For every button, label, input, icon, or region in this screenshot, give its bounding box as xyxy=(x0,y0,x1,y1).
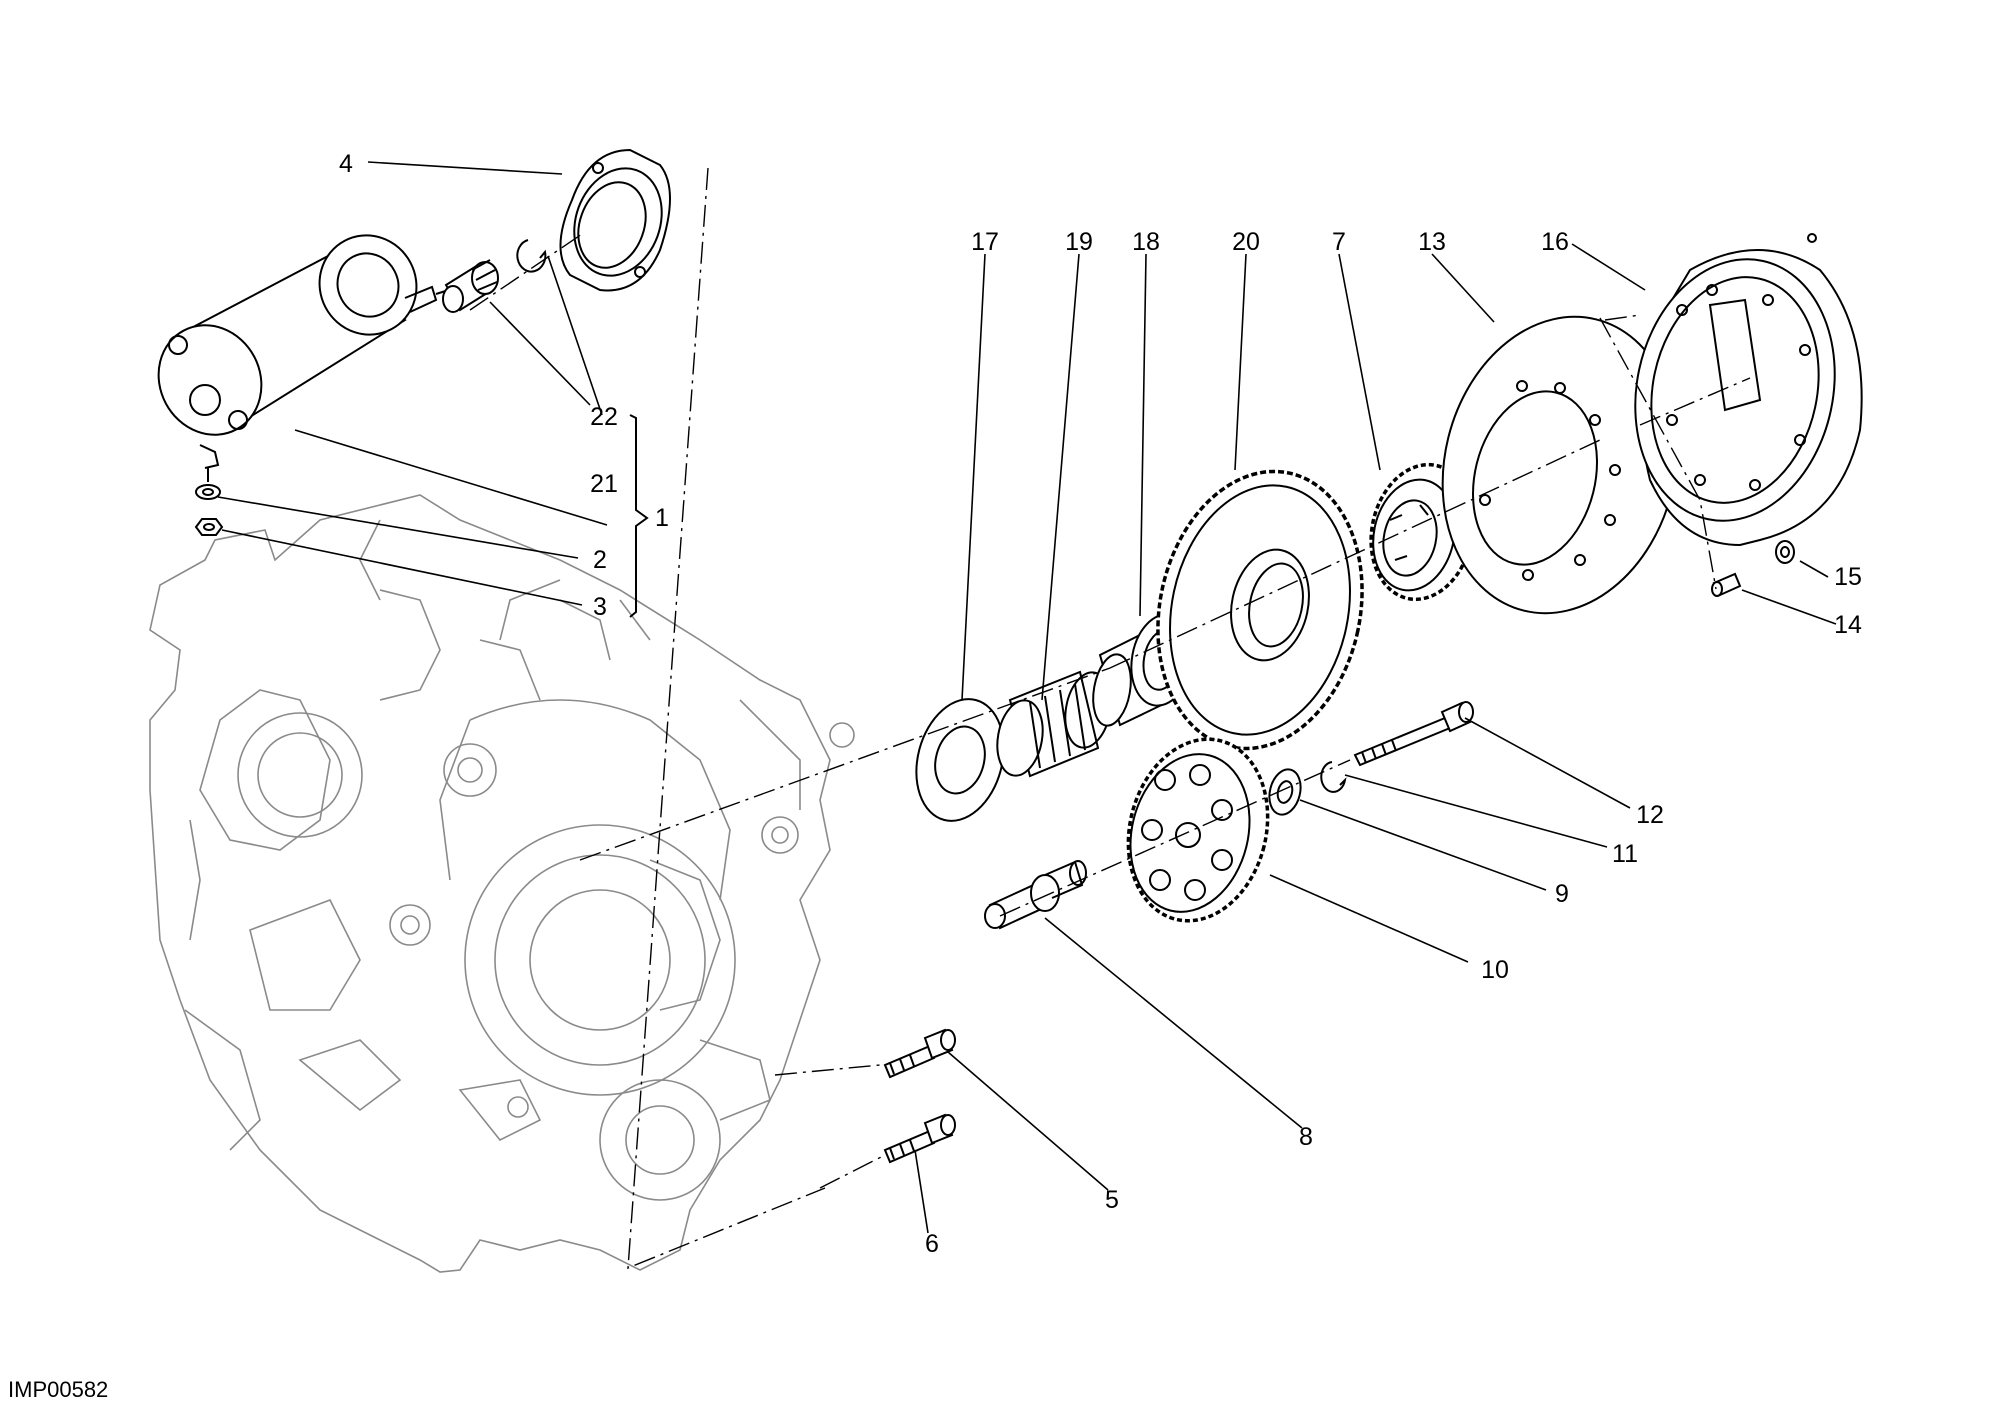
callout-12: 12 xyxy=(1636,801,1664,829)
callout-11: 11 xyxy=(1612,840,1638,868)
callout-4: 4 xyxy=(339,150,353,178)
needle-bearing-19 xyxy=(996,670,1112,778)
bolt-5 xyxy=(883,1028,956,1079)
callout-2: 2 xyxy=(593,546,607,574)
callout-9: 9 xyxy=(1555,880,1569,908)
bush-15 xyxy=(1775,540,1795,564)
dowel-14 xyxy=(1711,572,1742,597)
callout-14: 14 xyxy=(1834,611,1862,639)
callout-17: 17 xyxy=(971,228,999,256)
starter-motor xyxy=(157,234,456,482)
flywheel-16 xyxy=(1634,233,1863,547)
callout-16: 16 xyxy=(1541,228,1569,256)
idler-gear-20 xyxy=(1156,469,1364,751)
washer-9 xyxy=(1268,768,1302,816)
assembly-brace xyxy=(629,414,649,618)
drawing-code: IMP00582 xyxy=(8,1377,108,1402)
callout-20: 20 xyxy=(1232,228,1260,256)
callout-8: 8 xyxy=(1299,1123,1313,1151)
callout-1: 1 xyxy=(655,504,669,532)
assembly-axes xyxy=(469,167,1751,1270)
gear-10 xyxy=(1126,737,1270,923)
bolt-12 xyxy=(1353,701,1474,767)
circlip-22 xyxy=(516,239,547,273)
leader-lines xyxy=(217,161,1837,1234)
gasket-4 xyxy=(559,148,671,292)
crankcase-outline xyxy=(149,494,855,1273)
bolt-6 xyxy=(883,1113,956,1164)
callout-6: 6 xyxy=(925,1230,939,1258)
pinion-gear-21 xyxy=(442,259,499,313)
callout-21: 21 xyxy=(590,470,618,498)
nut-3 xyxy=(194,518,224,536)
callout-3: 3 xyxy=(593,593,607,621)
callout-15: 15 xyxy=(1834,563,1862,591)
circlip-11 xyxy=(1320,761,1347,793)
washer-2 xyxy=(195,484,221,500)
callout-labels: 4 22 21 1 2 3 17 19 18 20 7 13 16 15 14 … xyxy=(339,150,1862,1258)
callout-18: 18 xyxy=(1132,228,1160,256)
callout-13: 13 xyxy=(1418,228,1446,256)
callout-7: 7 xyxy=(1332,228,1346,256)
callout-5: 5 xyxy=(1105,1186,1119,1214)
shaft-8 xyxy=(984,860,1087,930)
callout-19: 19 xyxy=(1065,228,1093,256)
callout-10: 10 xyxy=(1481,956,1509,984)
flywheel-plate-13 xyxy=(1441,315,1679,615)
callout-22: 22 xyxy=(590,403,618,431)
